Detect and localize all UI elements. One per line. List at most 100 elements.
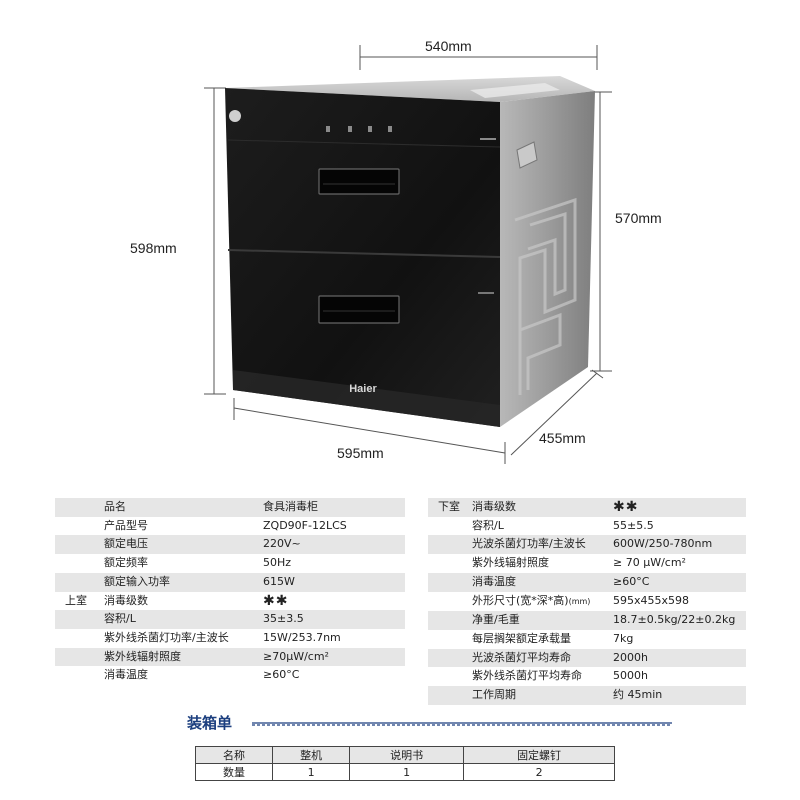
packing-list-table: 名称 整机 说明书 固定螺钉 数量 1 1 2 xyxy=(194,746,615,781)
spec-group xyxy=(55,610,100,629)
spec-group: 下室 xyxy=(428,498,468,517)
packing-header-unit: 整机 xyxy=(272,746,351,764)
spec-group xyxy=(428,648,468,668)
spec-row: 上室消毒级数 ✱✱ xyxy=(55,592,405,611)
spec-label: 光波杀菌灯平均寿命 xyxy=(468,648,608,668)
spec-row: 额定输入功率 615W xyxy=(55,572,405,592)
spec-group xyxy=(428,592,468,612)
product-figure: Haier 540mm 598mm 570mm 595mm 455mm xyxy=(130,38,662,464)
cabinet-illustration: Haier xyxy=(204,45,612,464)
side-panel-pattern xyxy=(514,197,577,395)
spec-value: 7kg xyxy=(613,631,634,645)
packing-header-row: 名称 整机 说明书 固定螺钉 xyxy=(194,746,615,764)
spec-value: 220V~ xyxy=(258,535,405,555)
spec-value: 约 45min xyxy=(608,686,746,705)
spec-row: 品名 食具消毒柜 xyxy=(55,498,405,517)
packing-quantity-screws: 2 xyxy=(463,763,615,781)
spec-row: 每层搁架额定承载量 7kg xyxy=(428,630,746,649)
dimension-lines xyxy=(204,45,612,464)
spec-label: 消毒温度 xyxy=(468,572,608,592)
spec-label: 产品型号 xyxy=(100,517,258,536)
spec-value: 55±5.5 xyxy=(613,518,654,532)
spec-label: 净重/毛重 xyxy=(468,611,608,630)
spec-value: 50Hz xyxy=(263,556,292,570)
spec-group xyxy=(55,666,100,685)
spec-label-text: 额定输入功率 xyxy=(104,574,170,588)
spec-group: 上室 xyxy=(65,593,87,607)
spec-group xyxy=(55,572,100,592)
spec-group xyxy=(428,517,468,536)
disinfect-button-icon xyxy=(348,126,352,132)
spec-label-text: 每层搁架额定承载量 xyxy=(472,631,571,645)
packing-header-manual: 说明书 xyxy=(349,746,465,764)
packing-title-rule xyxy=(252,722,672,726)
spec-label: 外形尺寸(宽*深*高)(mm) xyxy=(468,592,608,612)
spec-label: 紫外线辐射照度 xyxy=(100,647,258,667)
spec-label: 消毒级数 xyxy=(100,592,258,611)
spec-value: 615W xyxy=(258,572,405,592)
timer-button-icon xyxy=(388,126,392,132)
spec-value: ≥60°C xyxy=(608,572,746,592)
spec-group xyxy=(428,686,468,705)
spec-row: 外形尺寸(宽*深*高)(mm) 595x455x598 xyxy=(428,592,746,612)
spec-label: 紫外线辐射照度 xyxy=(468,554,608,573)
spec-group xyxy=(55,554,100,573)
packing-quantity-row: 数量 1 1 2 xyxy=(194,763,615,781)
spec-label-text: 消毒温度 xyxy=(104,668,148,682)
spec-label-text: 额定频率 xyxy=(104,556,148,570)
spec-label: 紫外线杀菌灯功率/主波长 xyxy=(100,629,258,648)
spec-label: 容积/L xyxy=(468,517,608,536)
spec-row: 容积/L 55±5.5 xyxy=(428,517,746,536)
packing-header-screws: 固定螺钉 xyxy=(463,746,615,764)
dim-depth: 455mm xyxy=(539,430,586,446)
dry-button-icon xyxy=(368,126,372,132)
spec-label-text: 紫外线杀菌灯功率/主波长 xyxy=(104,630,229,644)
spec-value: 食具消毒柜 xyxy=(258,498,405,517)
power-button-icon xyxy=(326,126,330,132)
spec-row: 下室消毒级数 ✱✱ xyxy=(428,498,746,517)
cabinet-side xyxy=(500,91,595,427)
upper-drawer-handle xyxy=(318,168,400,195)
packing-quantity-unit: 1 xyxy=(272,763,351,781)
spec-label: 额定电压 xyxy=(100,535,258,555)
spec-group xyxy=(55,517,100,536)
spec-label-text: 消毒级数 xyxy=(472,500,516,513)
spec-label-text: 品名 xyxy=(104,500,126,513)
spec-row: 紫外线辐射照度≥ 70 μW/cm² xyxy=(428,554,746,573)
spec-value: 15W/253.7nm xyxy=(263,630,341,644)
spec-value-stars: ✱✱ xyxy=(608,498,746,517)
spec-label: 额定输入功率 xyxy=(100,572,258,592)
spec-value-stars: ✱✱ xyxy=(263,592,289,609)
spec-label-text: 紫外线杀菌灯平均寿命 xyxy=(472,669,582,683)
spec-label: 消毒温度 xyxy=(100,666,258,685)
spec-label: 每层搁架额定承载量 xyxy=(468,630,608,649)
spec-row: 紫外线辐射照度≥70μW/cm² xyxy=(55,647,405,667)
spec-label-text: 产品型号 xyxy=(104,518,148,532)
spec-row: 消毒温度≥60°C xyxy=(55,666,405,685)
spec-group xyxy=(428,554,468,573)
spec-group xyxy=(55,629,100,648)
spec-label: 紫外线杀菌灯平均寿命 xyxy=(468,667,608,686)
spec-label: 额定频率 xyxy=(100,554,258,573)
spec-group xyxy=(428,667,468,686)
spec-value: 595x455x598 xyxy=(613,594,690,608)
dim-side-height: 570mm xyxy=(615,210,662,226)
spec-label-text: 紫外线辐射照度 xyxy=(472,556,549,570)
dim-front-height: 598mm xyxy=(130,240,177,256)
spec-value: 2000h xyxy=(608,648,746,668)
spec-row: 额定频率 50Hz xyxy=(55,554,405,573)
spec-label-text: 净重/毛重 xyxy=(472,613,520,627)
dim-bottom-width: 595mm xyxy=(337,445,384,461)
spec-label-text: 紫外线辐射照度 xyxy=(104,649,181,663)
spec-group xyxy=(428,572,468,592)
brand-badge-icon xyxy=(229,110,241,122)
spec-value: 35±3.5 xyxy=(258,610,405,629)
packing-list-title: 装箱单 xyxy=(187,714,233,732)
